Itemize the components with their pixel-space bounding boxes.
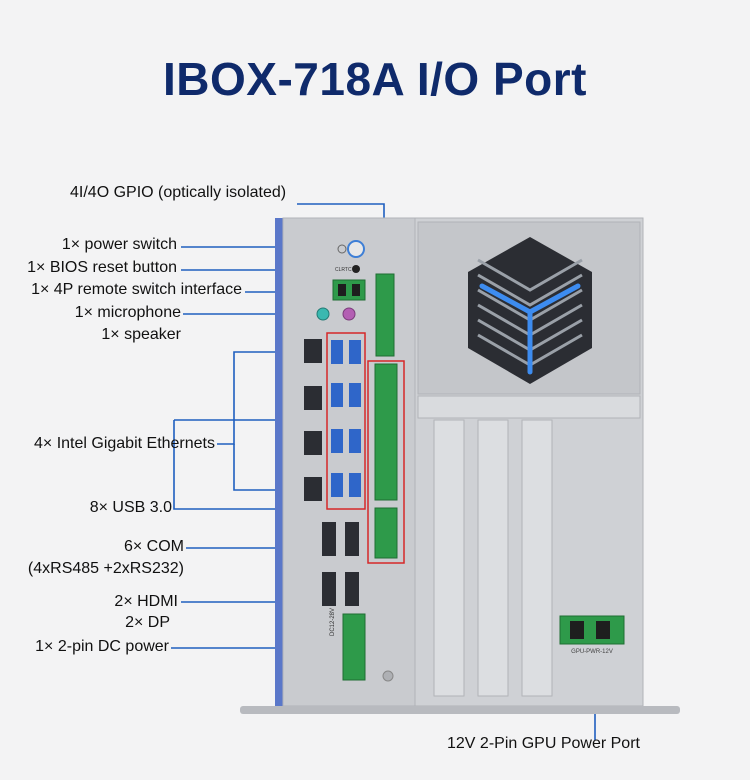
hdmi-port[interactable]	[345, 572, 359, 606]
dc-power-mark: DC12-28V	[330, 608, 336, 636]
label-power-switch: 1× power switch	[61, 236, 177, 253]
usb-port[interactable]	[349, 383, 361, 407]
expansion-slot	[477, 419, 509, 697]
label-remote-switch: 1× 4P remote switch interface	[31, 281, 242, 298]
gpu-power-connector	[559, 615, 625, 645]
com-terminal-block[interactable]	[374, 507, 398, 559]
com-highlight	[367, 360, 405, 564]
ethernet-port[interactable]	[304, 431, 322, 455]
dp-port[interactable]	[322, 572, 336, 606]
fan-ledge	[417, 395, 641, 419]
bios-reset-button[interactable]	[352, 265, 360, 273]
label-dc-power: 1× 2-pin DC power	[35, 638, 169, 655]
label-com-detail: (4xRS485 +2xRS232)	[27, 560, 184, 577]
label-ethernet: 4× Intel Gigabit Ethernets	[34, 435, 215, 452]
gpio-terminal[interactable]	[375, 273, 395, 357]
usb-port[interactable]	[331, 383, 343, 407]
usb-highlight	[326, 332, 366, 510]
label-hdmi: 2× HDMI	[114, 593, 178, 610]
gpu-pin	[596, 621, 610, 639]
usb-port[interactable]	[331, 473, 343, 497]
label-com: 6× COM	[123, 538, 184, 555]
usb-port[interactable]	[331, 429, 343, 453]
label-bios-reset: 1× BIOS reset button	[27, 259, 177, 276]
label-microphone: 1× microphone	[74, 304, 181, 321]
usb-port[interactable]	[349, 429, 361, 453]
usb-ports	[331, 340, 361, 497]
com-terminal-block[interactable]	[374, 363, 398, 501]
fan-logo-icon	[479, 283, 581, 375]
ethernet-port[interactable]	[304, 386, 322, 410]
speaker-jack[interactable]	[342, 307, 356, 321]
remote-pin	[338, 284, 346, 296]
gpu-power-mark: GPU-PWR-12V	[571, 649, 613, 655]
chassis-feet	[240, 706, 680, 714]
gpu-pin	[570, 621, 584, 639]
ethernet-ports	[304, 339, 322, 501]
chassis-left-edge	[275, 218, 283, 706]
microphone-jack[interactable]	[316, 307, 330, 321]
dc-power-connector[interactable]	[342, 613, 366, 681]
remote-switch-connector[interactable]	[332, 279, 366, 301]
label-speaker: 1× speaker	[101, 326, 181, 343]
ethernet-port[interactable]	[304, 477, 322, 501]
usb-port[interactable]	[331, 340, 343, 364]
leader-ethernet	[217, 351, 278, 445]
usb-port[interactable]	[349, 473, 361, 497]
label-gpio: 4I/4O GPIO (optically isolated)	[70, 184, 287, 201]
leader-ethernet-bottom	[233, 444, 278, 491]
clrtc-mark: CLRTC	[335, 267, 352, 273]
label-gpu-power: 12V 2-Pin GPU Power Port	[447, 735, 640, 752]
hdmi-port[interactable]	[345, 522, 359, 556]
page-title: IBOX-718A I/O Port	[163, 53, 587, 105]
power-switch-icon[interactable]	[347, 240, 365, 258]
power-symbol-icon	[337, 244, 347, 254]
remote-pin	[352, 284, 360, 296]
usb-port[interactable]	[349, 340, 361, 364]
expansion-slot	[521, 419, 553, 697]
label-dp: 2× DP	[125, 614, 170, 631]
expansion-slot	[433, 419, 465, 697]
ethernet-port[interactable]	[304, 339, 322, 363]
dp-port[interactable]	[322, 522, 336, 556]
label-usb: 8× USB 3.0	[89, 499, 172, 516]
ground-screw-icon	[382, 670, 394, 682]
